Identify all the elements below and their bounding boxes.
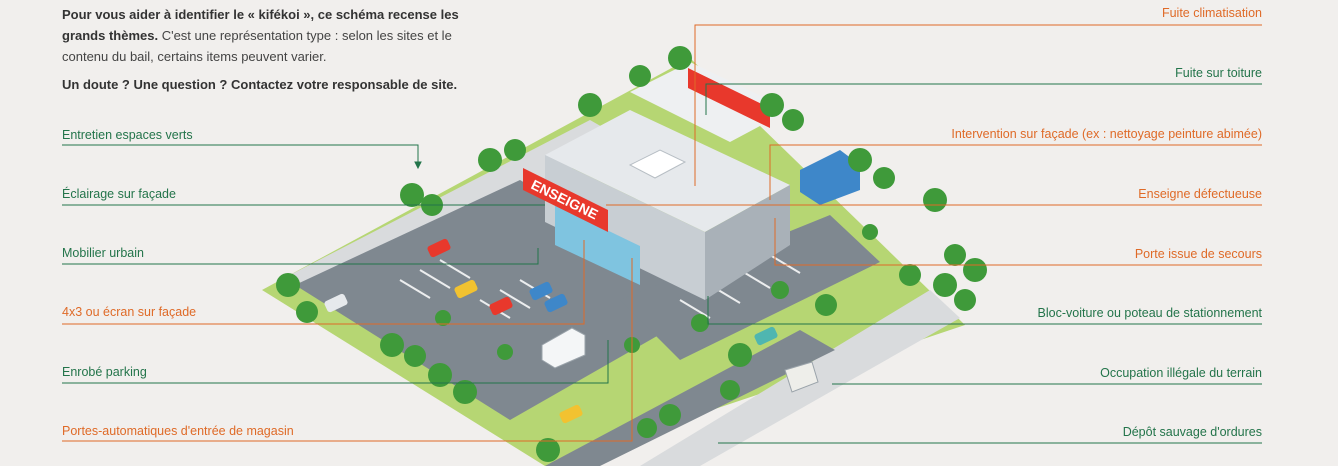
white-van [541,327,586,369]
label-bloc-voiture: Bloc-voiture ou poteau de stationnement [1037,306,1262,320]
label-enrobe-parking: Enrobé parking [62,365,147,379]
rooftop-sign [688,68,770,128]
label-fuite-toiture: Fuite sur toiture [1175,66,1262,80]
intro-rest: C'est une représentation type : selon le… [62,28,452,64]
label-intervention-facade: Intervention sur façade (ex : nettoyage … [951,127,1262,141]
intro-paragraph-2: Un doute ? Une question ? Contactez votr… [62,74,474,95]
rooftop-unit [628,149,687,179]
building-front-wall [545,155,705,300]
label-portes-automatiques: Portes-automatiques d'entrée de magasin [62,424,294,438]
building-side-wall [705,185,790,300]
glass-entrance [555,205,640,285]
road-bottom [545,330,835,466]
building-roof-upper [630,62,790,142]
cars [324,238,778,424]
label-enseigne-defectueuse: Enseigne défectueuse [1138,187,1262,201]
label-mobilier-urbain: Mobilier urbain [62,246,144,260]
intro-contact: Un doute ? Une question ? Contactez votr… [62,77,458,92]
label-fuite-climatisation: Fuite climatisation [1161,6,1262,20]
label-entretien-espaces-verts: Entretien espaces verts [62,128,193,142]
intro-paragraph-1: Pour vous aider à identifier le « kiféko… [62,4,474,67]
label-eclairage-facade: Éclairage sur façade [62,187,176,201]
intro-text: Pour vous aider à identifier le « kiféko… [62,4,474,102]
trees [276,46,987,462]
parking-right-asphalt [620,215,880,360]
intro-bold: Pour vous aider à identifier le « kiféko… [62,7,459,43]
label-occupation-illegale: Occupation illégale du terrain [1100,366,1262,380]
label-4x3-ecran-facade: 4x3 ou écran sur façade [62,305,197,319]
label-depot-sauvage: Dépôt sauvage d'ordures [1122,425,1262,439]
truck [800,150,860,205]
label-porte-issue-secours: Porte issue de secours [1134,247,1262,261]
caravan [784,361,819,393]
